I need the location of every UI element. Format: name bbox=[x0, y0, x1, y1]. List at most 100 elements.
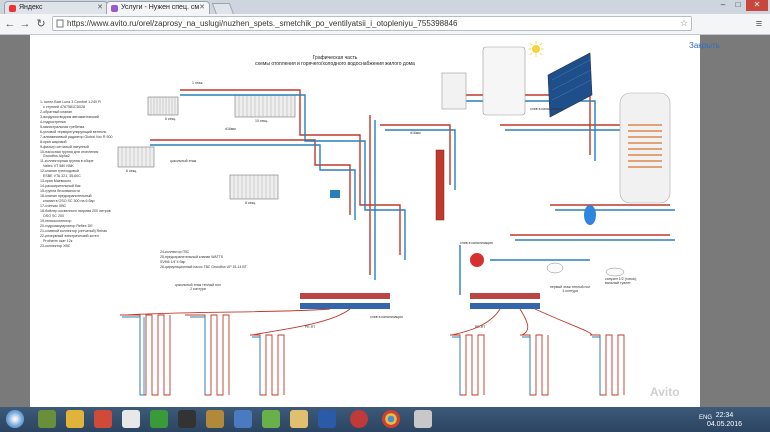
legend-item: 5-магистральная гребенка bbox=[40, 124, 85, 129]
bookmark-star-icon[interactable]: ☆ bbox=[679, 18, 688, 28]
drain-label: слив в канализацию bbox=[460, 241, 493, 245]
radiator-icon bbox=[117, 146, 155, 168]
windows-taskbar: ENG 22:34 04.05.2016 bbox=[0, 407, 770, 432]
clock-date: 04.05.2016 bbox=[706, 421, 742, 428]
url-text: https://www.avito.ru/orel/zaprosy_na_usl… bbox=[67, 19, 458, 28]
legend-item: 2-обратный клапан bbox=[40, 109, 73, 114]
heating-schematic bbox=[117, 41, 675, 396]
close-tab-icon[interactable]: ✕ bbox=[199, 4, 205, 11]
floor-manifold-left bbox=[300, 293, 390, 299]
legend-item-25: 25-предохранительный клапан WATTS bbox=[160, 255, 224, 259]
legend-item-24: 24-коллектор ГВС bbox=[160, 250, 190, 254]
legend-item-25b: SVM6 1/4"4 бар bbox=[160, 260, 186, 264]
radiator-sections-label: 6 секц. bbox=[165, 117, 177, 121]
legend-item: 23-коллектор ХВС bbox=[40, 243, 71, 248]
floor-manifold-right-return bbox=[470, 303, 540, 309]
legend-item: 6-угловой терморегулирующий вентиль bbox=[40, 129, 107, 134]
radiator-sections-label: 6 секц. bbox=[126, 169, 138, 173]
legend-item: 21-сливной коллектор (сетчатый) Rehau bbox=[40, 228, 108, 233]
media-icon[interactable] bbox=[178, 410, 196, 428]
radiator-icon bbox=[147, 96, 179, 116]
pump-icon bbox=[330, 190, 340, 198]
legend-item: 16-клапан предохранительный bbox=[40, 194, 92, 199]
electric-boiler-icon bbox=[441, 72, 467, 110]
word-icon[interactable] bbox=[318, 410, 336, 428]
maximize-icon[interactable]: □ bbox=[735, 0, 741, 9]
radiator-sections-label: 8 секц. bbox=[245, 201, 257, 205]
hydraulic-separator bbox=[435, 149, 445, 221]
expansion-tank-icon bbox=[470, 253, 484, 267]
app-icon[interactable] bbox=[38, 410, 56, 428]
drain-label: слив в канализацию bbox=[530, 107, 563, 111]
reload-icon[interactable]: ↻ bbox=[36, 18, 46, 30]
legend-item: 8-кран шаровой bbox=[40, 139, 67, 144]
address-bar[interactable]: https://www.avito.ru/orel/zaprosy_na_usl… bbox=[52, 16, 692, 31]
app-icon[interactable] bbox=[122, 410, 140, 428]
start-button-icon[interactable] bbox=[6, 410, 24, 428]
close-tab-icon[interactable]: ✕ bbox=[97, 4, 103, 11]
tab-label: Услуги - Нужен спец. см bbox=[121, 4, 200, 11]
legend-item: Grundfos Alpha2 bbox=[40, 154, 70, 159]
excel-icon[interactable] bbox=[150, 410, 168, 428]
legend-item: 10-насосная группа для отопления bbox=[40, 149, 99, 154]
app-icon[interactable] bbox=[262, 410, 280, 428]
radiator-icon bbox=[234, 94, 296, 118]
tab-avito[interactable]: Услуги - Нужен спец. см ✕ bbox=[106, 1, 210, 14]
app-icon[interactable] bbox=[94, 410, 112, 428]
pipe-type-label: PE-RT bbox=[305, 325, 316, 329]
forward-icon[interactable]: → bbox=[19, 18, 31, 30]
back-icon[interactable]: ← bbox=[4, 18, 16, 30]
app-icon[interactable] bbox=[290, 410, 308, 428]
close-link[interactable]: Закрыть bbox=[689, 41, 720, 50]
toilet-icon bbox=[546, 262, 564, 274]
water-heater-cylinder-icon bbox=[619, 92, 671, 204]
app-icon[interactable] bbox=[350, 410, 368, 428]
tab-strip: Яндекс ✕ Услуги - Нужен спец. см ✕ – □ ✕ bbox=[0, 0, 770, 15]
avito-watermark: Avito bbox=[650, 385, 680, 399]
radiator-sections-label: 10 секц. bbox=[255, 119, 269, 123]
heated-floor-left-label: цокольный этаж теплый пол 2 контура bbox=[175, 283, 221, 291]
close-window-icon[interactable]: ✕ bbox=[746, 0, 768, 11]
language-indicator[interactable]: ENG bbox=[698, 415, 712, 421]
floor-manifold-right bbox=[470, 293, 540, 299]
legend-item: 9-фильтр сетчатый латунный bbox=[40, 144, 89, 149]
legend-item: с ступней 4767581CD028 bbox=[40, 104, 86, 109]
sun-icon bbox=[528, 41, 544, 57]
legend-item: 20-гидроаккумулятор Reflex DE bbox=[40, 223, 93, 228]
drain-label: слив в канализацию bbox=[370, 315, 403, 319]
legend-item-26: 26-циркуляционный насос ГВС Grundfos UP … bbox=[160, 265, 247, 269]
diagram-title: Графическая часть схемы отопления и горя… bbox=[255, 55, 415, 67]
floor-manifold-left-return bbox=[300, 303, 390, 309]
legend-item: 19-гелиоколлектор bbox=[40, 218, 72, 223]
folder-icon[interactable] bbox=[66, 410, 84, 428]
radiator-icon bbox=[229, 174, 279, 200]
legend-item: 14-расширительный бак bbox=[40, 184, 81, 189]
tab-yandex[interactable]: Яндекс ✕ bbox=[4, 1, 108, 14]
heated-floor-right-label: первый этаж теплый пол 3 контура bbox=[550, 285, 591, 293]
app-icon[interactable] bbox=[206, 410, 224, 428]
legend-item: 11-коллекторная группа в сборе bbox=[40, 159, 94, 164]
legend-item: 1- котел Baxi Luna 3 Comfort 1.240 Fi bbox=[40, 100, 102, 104]
app-icon[interactable] bbox=[414, 410, 432, 428]
legend-item: 3-воздухоотводчик автоматический bbox=[40, 114, 99, 119]
legend-item: Valtec VT 580 NNK bbox=[40, 164, 74, 169]
legend-item: 15-группа безопасности bbox=[40, 189, 80, 194]
minimize-icon[interactable]: – bbox=[720, 0, 726, 9]
menu-icon[interactable]: ≡ bbox=[755, 18, 763, 30]
legend-item: 17-счетчик ХВС bbox=[40, 204, 67, 209]
pipe-type-label: PE-RT bbox=[475, 325, 486, 329]
chrome-icon[interactable] bbox=[382, 410, 400, 428]
system-clock[interactable]: 22:34 04.05.2016 bbox=[707, 411, 742, 429]
page-icon bbox=[56, 19, 64, 28]
legend-item: 4-гидрострелка bbox=[40, 119, 66, 124]
supply-pipes bbox=[150, 89, 670, 275]
legend-item: 18-бойлер косвенного нагрева 200 литров bbox=[40, 208, 111, 213]
underfloor-loops bbox=[120, 308, 625, 396]
legend-item: Protherm скат 12к bbox=[40, 238, 73, 243]
accumulator-icon bbox=[584, 205, 596, 225]
pipe-size-label: d16мм bbox=[225, 127, 236, 131]
browser-toolbar: ← → ↻ https://www.avito.ru/orel/zaprosy_… bbox=[0, 14, 770, 35]
legend-item: 13-кран Маевского bbox=[40, 179, 72, 184]
app-icon[interactable] bbox=[234, 410, 252, 428]
legend-item: ESBE VTA 321, 35-60С bbox=[40, 174, 81, 179]
